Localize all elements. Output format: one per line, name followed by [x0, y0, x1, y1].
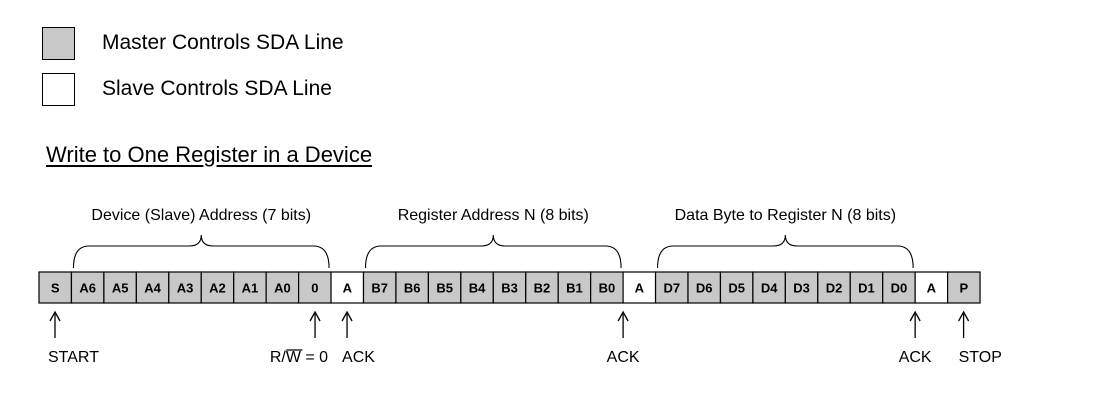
- group-label: Register Address N (8 bits): [398, 207, 589, 224]
- bit-cell: [135, 271, 170, 304]
- bit-cell-label: B5: [436, 281, 453, 296]
- group-label: Device (Slave) Address (7 bits): [91, 207, 311, 224]
- bit-cell: [882, 271, 916, 304]
- bit-cell-label: B3: [501, 281, 518, 296]
- bit-cell-label: D0: [891, 281, 908, 296]
- bit-cell: [460, 271, 494, 304]
- bit-cell: [103, 271, 137, 304]
- marker-label: ACK: [342, 349, 375, 366]
- legend-slave-label: Slave Controls SDA Line: [102, 77, 332, 100]
- bit-cell: [752, 271, 786, 304]
- marker-arrow-head: [309, 310, 321, 322]
- marker-label: START: [48, 349, 99, 366]
- bit-cell-label: A0: [274, 281, 291, 296]
- bit-cell: [265, 271, 300, 304]
- bit-cell-label: A6: [79, 281, 96, 296]
- marker-arrow-head: [909, 310, 921, 322]
- marker-arrow-head: [49, 310, 61, 322]
- group-brace: [364, 234, 622, 269]
- bit-cell-label: D3: [793, 281, 810, 296]
- section-title: Write to One Register in a Device: [46, 142, 373, 167]
- bit-cell-label: B2: [534, 281, 551, 296]
- legend-master-label: Master Controls SDA Line: [102, 31, 344, 54]
- group-label: Data Byte to Register N (8 bits): [675, 207, 896, 224]
- marker-arrow-head: [617, 310, 629, 322]
- bit-cell-label: A: [635, 281, 645, 296]
- bit-cell-label: D7: [663, 281, 680, 296]
- legend-master-swatch: [42, 27, 75, 60]
- bit-cell: [654, 271, 689, 304]
- bit-cell: [38, 271, 73, 304]
- bit-cell-label: A4: [144, 281, 161, 296]
- bit-cell-label: B1: [566, 281, 583, 296]
- bit-cell-label: A3: [177, 281, 194, 296]
- bit-cell-label: B7: [371, 281, 388, 296]
- bit-cell: [914, 271, 949, 304]
- bit-cell-label: D1: [858, 281, 875, 296]
- bit-cell-label: A2: [209, 281, 226, 296]
- marker-label: R/W = 0: [270, 349, 328, 366]
- bit-cell-label: P: [959, 281, 968, 296]
- bit-cell: [687, 271, 722, 304]
- bit-cell: [362, 271, 397, 304]
- bit-cell-label: D2: [826, 281, 843, 296]
- bit-cell-label: D6: [696, 281, 713, 296]
- bit-cell: [298, 271, 332, 304]
- bit-cell-label: D4: [761, 281, 778, 296]
- marker-label: ACK: [607, 349, 640, 366]
- bit-cell-label: B0: [599, 281, 616, 296]
- bit-cell-label: B6: [404, 281, 421, 296]
- group-brace: [657, 234, 914, 269]
- bit-cell: [590, 271, 624, 304]
- bit-cell-label: A5: [112, 281, 129, 296]
- bit-cell: [784, 271, 819, 304]
- bit-cell-label: B4: [469, 281, 486, 296]
- bit-cell: [168, 271, 202, 304]
- bit-cell-label: D5: [728, 281, 745, 296]
- bit-cell: [200, 271, 235, 304]
- bit-cell: [622, 271, 657, 304]
- legend-slave-swatch: [42, 73, 75, 106]
- group-brace: [72, 234, 330, 269]
- bit-cell-label: 0: [311, 281, 318, 296]
- bit-cell: [395, 271, 430, 304]
- bit-cell-label: A: [343, 281, 353, 296]
- bit-cell-label: S: [51, 281, 60, 296]
- marker-arrow-head: [341, 310, 353, 322]
- bit-cell-label: A1: [242, 281, 259, 296]
- bit-cell: [233, 271, 267, 304]
- marker-label: ACK: [899, 349, 932, 366]
- marker-arrow-head: [958, 310, 970, 322]
- bit-cell-label: A: [927, 281, 937, 296]
- bit-cell: [427, 271, 462, 304]
- bit-cell: [557, 271, 592, 304]
- bit-cell: [946, 271, 981, 304]
- marker-label: STOP: [959, 349, 1002, 366]
